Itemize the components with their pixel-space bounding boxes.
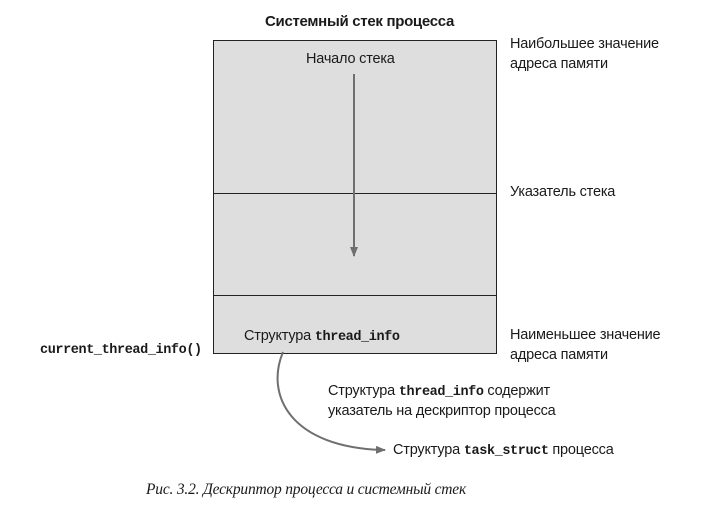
stack-top-label: Начало стека bbox=[306, 51, 395, 67]
stack-pointer-line bbox=[214, 193, 497, 194]
task-struct-label: Структура task_struct процесса bbox=[393, 442, 614, 459]
current-thread-info-function: current_thread_info() bbox=[40, 343, 202, 358]
task-struct-prefix: Структура bbox=[393, 442, 460, 458]
thread-info-note-line2: указатель на дескриптор процесса bbox=[328, 403, 556, 419]
task-struct-code: task_struct bbox=[463, 444, 549, 459]
stack-pointer-label: Указатель стека bbox=[510, 184, 616, 200]
task-struct-pointer-arrow bbox=[276, 351, 386, 454]
thread-info-boundary-line bbox=[214, 295, 497, 296]
thread-info-structure-label: Структура thread_info bbox=[244, 328, 400, 345]
thread-info-code: thread_info bbox=[314, 330, 400, 345]
thread-info-note-line1: Структура thread_info содержит bbox=[328, 383, 550, 400]
thread-info-prefix: Структура bbox=[244, 328, 311, 344]
figure-caption: Рис. 3.2. Дескриптор процесса и системны… bbox=[146, 481, 467, 498]
highest-address-label-line1: Наибольшее значение bbox=[510, 36, 659, 52]
note-prefix: Структура bbox=[328, 383, 395, 399]
note-suffix: содержит bbox=[487, 383, 550, 399]
diagram-title: Системный стек процесса bbox=[265, 13, 455, 30]
note-code: thread_info bbox=[398, 385, 484, 400]
lowest-address-label-line2: адреса памяти bbox=[510, 347, 608, 363]
highest-address-label-line2: адреса памяти bbox=[510, 56, 608, 72]
lowest-address-label-line1: Наименьшее значение bbox=[510, 327, 661, 343]
task-struct-suffix: процесса bbox=[552, 442, 614, 458]
